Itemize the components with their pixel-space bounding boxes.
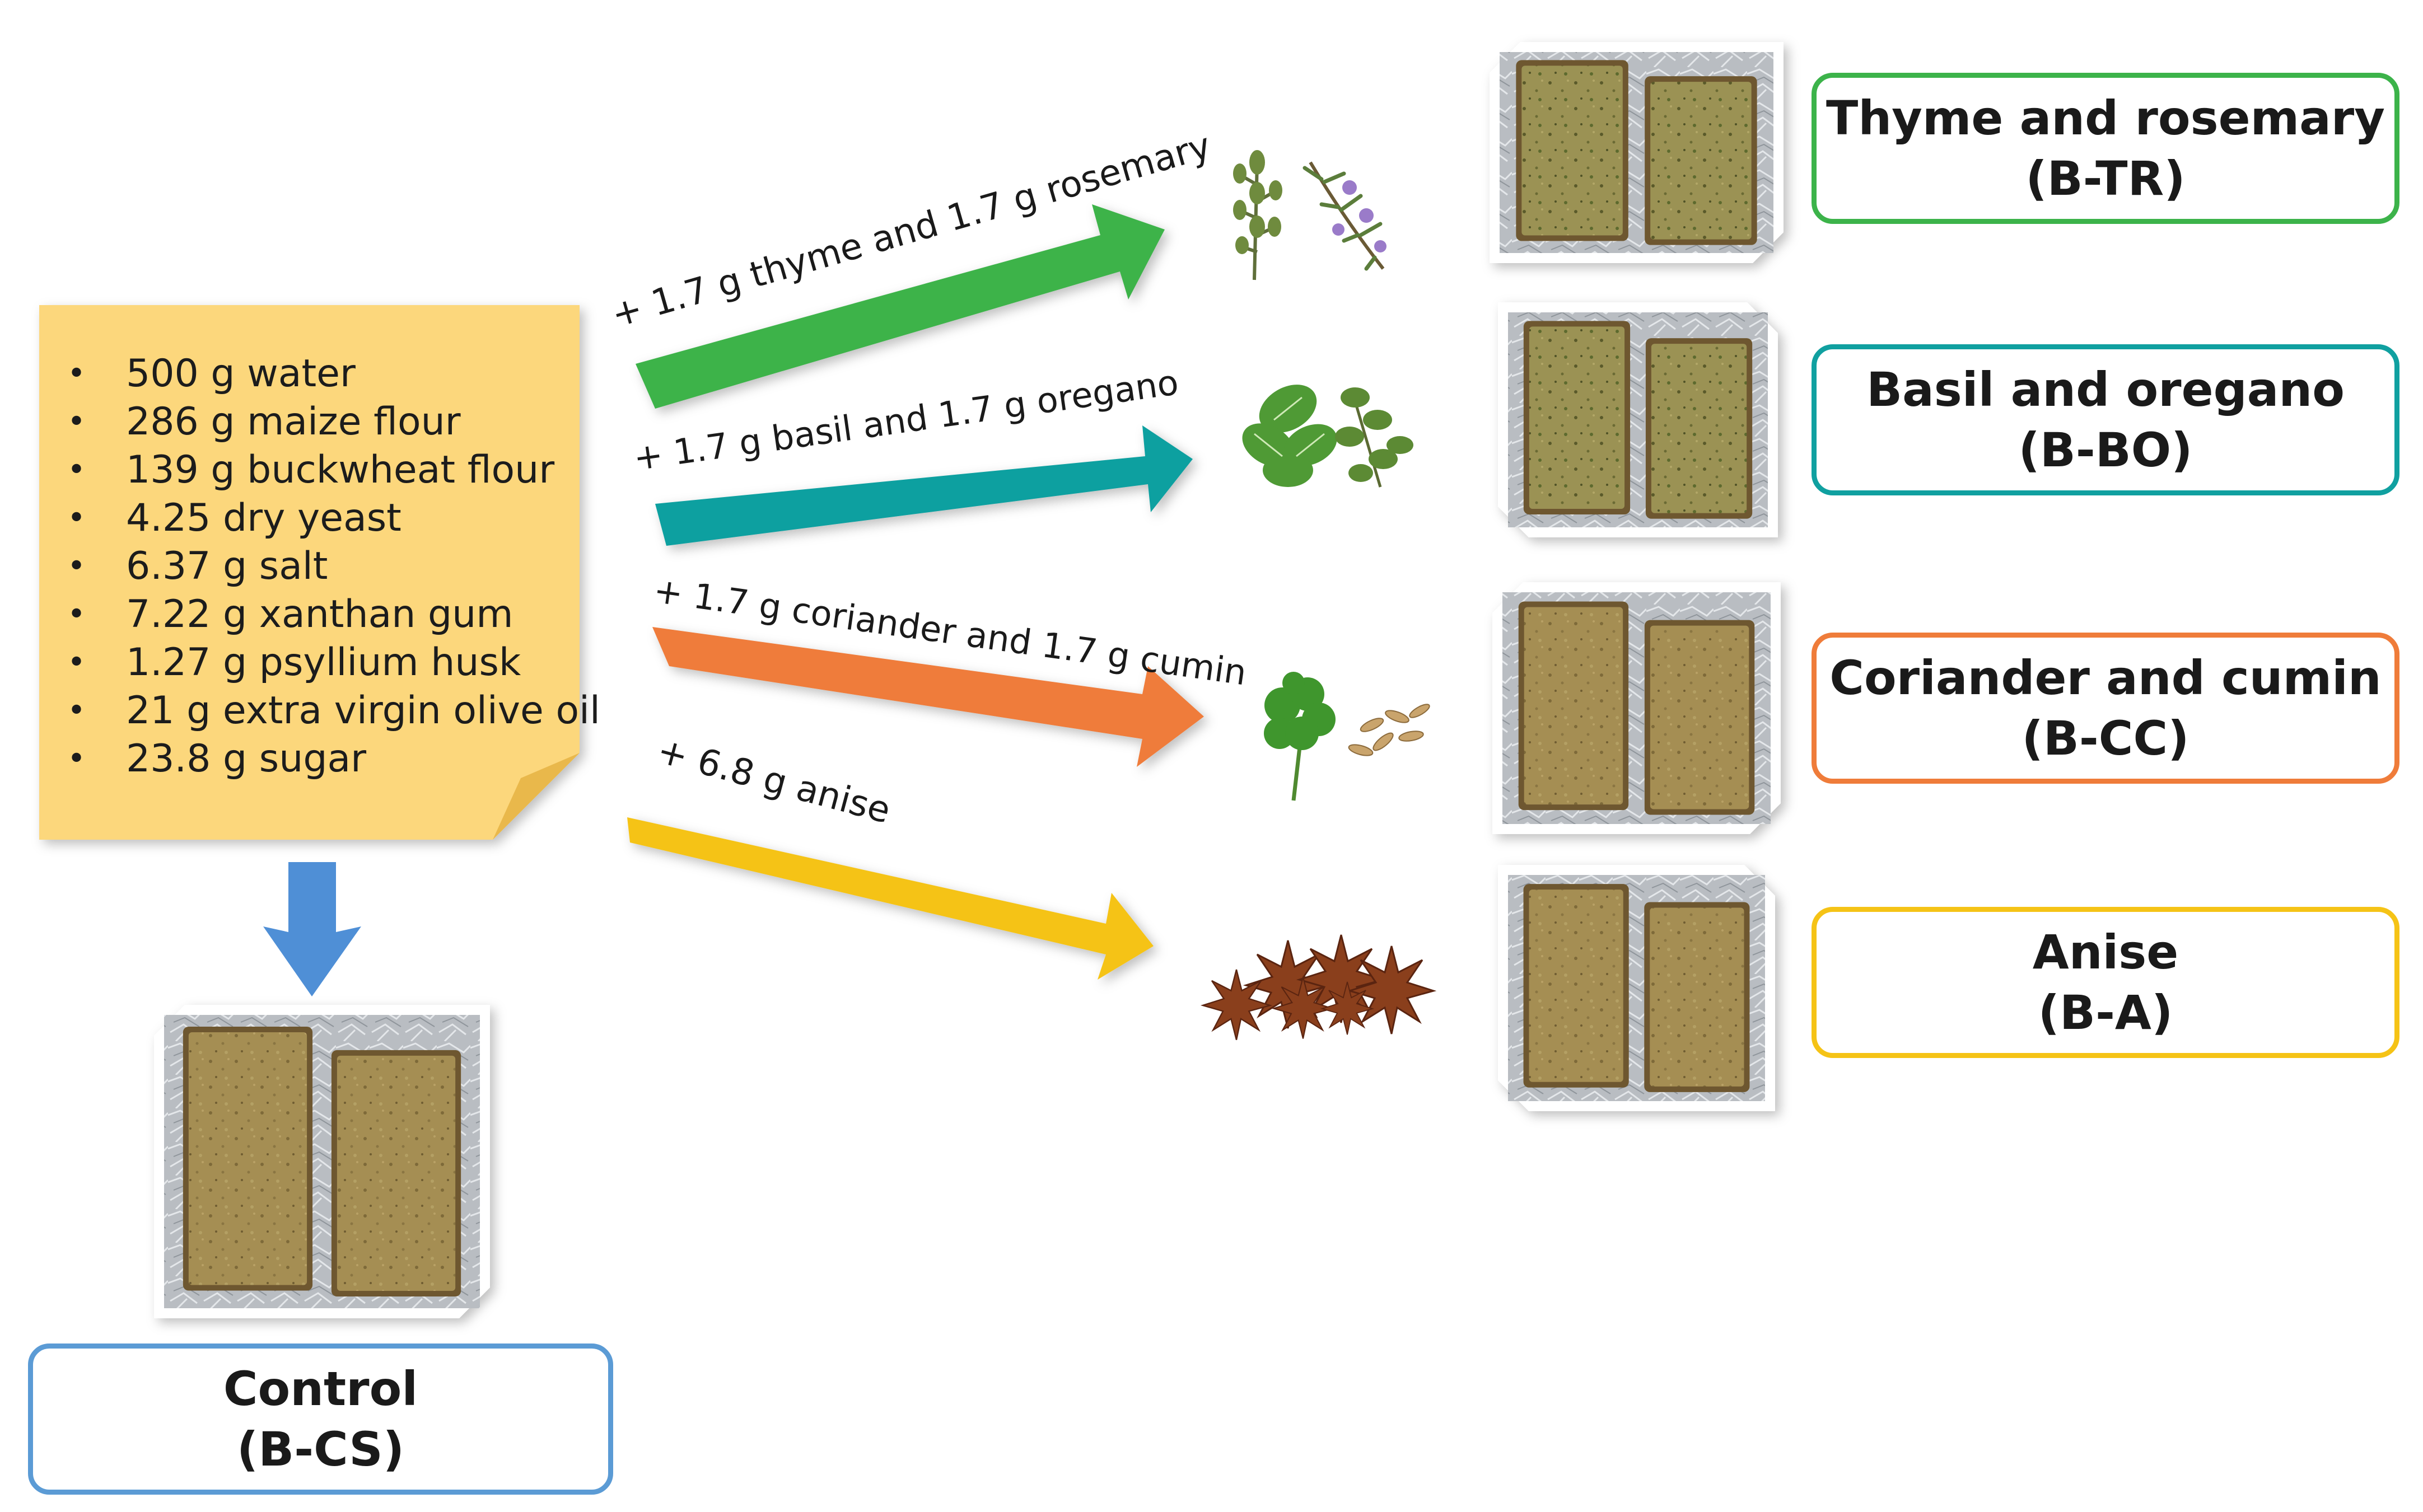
thyme-rosemary-code: (B-TR): [2025, 151, 2186, 206]
ingredient-item: 1.27 g psyllium husk: [62, 639, 600, 687]
ingredient-item: 7.22 g xanthan gum: [62, 591, 600, 639]
down-arrow: [263, 862, 361, 996]
bread-slice-crumb: [188, 1032, 307, 1285]
control-code: (B-CS): [236, 1422, 405, 1477]
star-anise-icon: [1202, 934, 1435, 1041]
thyme-rosemary-icon: [1233, 150, 1386, 280]
ingredient-list: 500 g water 286 g maize flour 139 g buck…: [62, 350, 600, 783]
coriander-cumin-label: Coriander and cumin (B-CC): [1812, 633, 2399, 784]
bread-slice-crumb: [1521, 65, 1623, 236]
ingredient-item: 4.25 dry yeast: [62, 494, 600, 542]
coriander-cumin-code: (B-CC): [2021, 711, 2189, 766]
bread-slice-crumb: [1651, 344, 1747, 513]
basil-oregano-code: (B-BO): [2018, 423, 2193, 478]
control-name: Control: [223, 1361, 418, 1416]
bread-slice-crumb: [1529, 326, 1625, 509]
basil-oregano-bread-photo: [1498, 302, 1778, 537]
ingredient-item: 500 g water: [62, 350, 600, 398]
ingredient-item: 139 g buckwheat flour: [62, 446, 600, 494]
basil-oregano-label: Basil and oregano (B-BO): [1812, 344, 2399, 495]
coriander-cumin-arrow: [652, 627, 1204, 767]
anise-bread-photo: [1498, 865, 1775, 1111]
bread-slice-crumb: [337, 1055, 456, 1291]
anise-addition: + 6.8 g anise: [653, 730, 895, 832]
bread-slice-crumb: [1650, 907, 1744, 1087]
control-bread-photo: [154, 1005, 490, 1318]
anise-code: (B-A): [2038, 985, 2173, 1040]
bread-slice-crumb: [1529, 890, 1623, 1082]
thyme-rosemary-label: Thyme and rosemary (B-TR): [1812, 73, 2399, 224]
ingredient-item: 23.8 g sugar: [62, 735, 600, 783]
coriander-cumin-icon: [1264, 672, 1430, 801]
ingredient-item: 286 g maize flour: [62, 398, 600, 446]
thyme-rosemary-name: Thyme and rosemary: [1826, 91, 2385, 146]
coriander-cumin-name: Coriander and cumin: [1829, 650, 2382, 705]
basil-oregano-name: Basil and oregano: [1866, 362, 2345, 417]
ingredient-item: 6.37 g salt: [62, 542, 600, 591]
anise-arrow: [627, 817, 1154, 980]
anise-name: Anise: [2032, 925, 2179, 980]
basil-oregano-icon: [1242, 385, 1413, 488]
bread-slice-crumb: [1650, 82, 1752, 240]
anise-label: Anise (B-A): [1812, 907, 2399, 1058]
thyme-rosemary-arrow: [636, 204, 1165, 409]
bread-slice-crumb: [1650, 625, 1749, 809]
basil-oregano-arrow: [655, 425, 1193, 546]
bread-slice-crumb: [1524, 607, 1623, 805]
thyme-rosemary-bread-photo: [1490, 42, 1784, 263]
ingredient-item: 21 g extra virgin olive oil: [62, 687, 600, 735]
coriander-cumin-bread-photo: [1492, 582, 1781, 834]
control-label: Control (B-CS): [28, 1344, 613, 1495]
